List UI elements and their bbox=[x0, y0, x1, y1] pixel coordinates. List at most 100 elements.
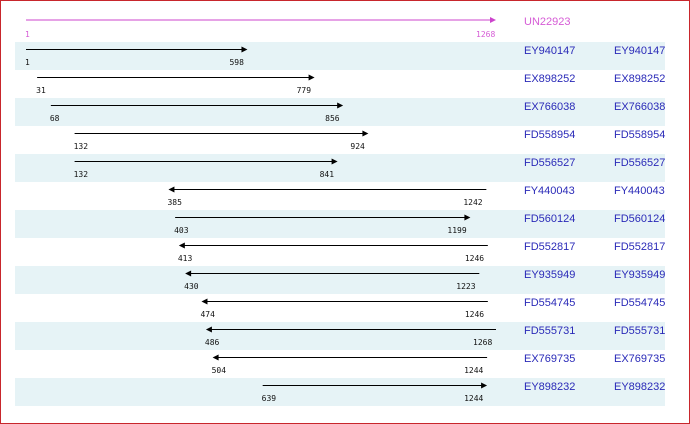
alignment-arrowhead bbox=[178, 242, 185, 249]
alignment-start: 430 bbox=[184, 282, 199, 291]
alignment-accession-link[interactable]: FD555731 bbox=[524, 325, 576, 337]
alignment-arrowhead bbox=[168, 186, 175, 193]
alignment-row: 430 1223 EY935949 EY935949 bbox=[0, 266, 690, 294]
row-stripe bbox=[15, 98, 665, 126]
alignment-arrow-svg bbox=[205, 326, 496, 333]
alignment-start: 486 bbox=[204, 338, 220, 347]
reference-arrowhead bbox=[490, 17, 496, 23]
alignment-end: 1246 bbox=[464, 254, 485, 263]
row-stripe bbox=[15, 154, 665, 182]
alignment-start: 1 bbox=[25, 58, 30, 67]
alignment-row: 31 779 EX898252 EX898252 bbox=[0, 70, 690, 98]
alignment-start: 413 bbox=[177, 254, 193, 263]
alignment-arrow-svg bbox=[185, 270, 480, 277]
alignment-start: 68 bbox=[49, 114, 60, 123]
alignment-end: 779 bbox=[296, 86, 312, 95]
alignment-row: 403 1199 FD560124 FD560124 bbox=[0, 210, 690, 238]
alignment-arrowhead bbox=[481, 382, 488, 389]
alignment-arrowhead bbox=[241, 46, 248, 53]
reference-accession[interactable]: UN22923 bbox=[524, 16, 571, 28]
alignment-accession-link[interactable]: EY935949 bbox=[524, 269, 576, 281]
row-stripe bbox=[15, 266, 665, 294]
alignment-row: 132 924 FD558954 FD558954 bbox=[0, 126, 690, 154]
alignment-end: 841 bbox=[319, 170, 335, 179]
reference-end: 1268 bbox=[476, 30, 496, 39]
alignment-arrow-svg bbox=[178, 242, 488, 249]
alignment-arrowhead bbox=[212, 354, 219, 361]
alignment-arrow-svg bbox=[168, 186, 487, 193]
alignment-arrowhead bbox=[205, 326, 212, 333]
alignment-row: 1 598 EY940147 EY940147 bbox=[0, 42, 690, 70]
alignment-accession-link[interactable]: FY440043 bbox=[524, 185, 575, 197]
alignment-accession-link-2[interactable]: EX769735 bbox=[614, 353, 666, 365]
alignment-accession-link-2[interactable]: FD558954 bbox=[614, 129, 666, 141]
alignment-row: 504 1244 EX769735 EX769735 bbox=[0, 350, 690, 378]
alignment-accession-link-2[interactable]: FD556527 bbox=[614, 157, 666, 169]
alignment-start: 504 bbox=[211, 366, 227, 375]
alignment-arrow-svg bbox=[74, 130, 369, 137]
alignment-row: 639 1244 EY898232 EY898232 bbox=[0, 378, 690, 406]
alignment-start: 639 bbox=[261, 394, 277, 403]
alignment-end: 1242 bbox=[463, 198, 483, 207]
reference-arrow-svg bbox=[26, 17, 496, 23]
alignment-row: 68 856 EX766038 EX766038 bbox=[0, 98, 690, 126]
alignment-arrow-svg bbox=[37, 74, 315, 81]
alignment-start: 132 bbox=[73, 170, 89, 179]
alignment-row: 413 1246 FD552817 FD552817 bbox=[0, 238, 690, 266]
alignment-end: 1268 bbox=[473, 338, 493, 347]
alignment-accession-link-2[interactable]: FY440043 bbox=[614, 185, 665, 197]
alignment-arrowhead bbox=[464, 214, 471, 221]
alignment-end: 1244 bbox=[464, 394, 484, 403]
alignment-accession-link[interactable]: FD556527 bbox=[524, 157, 576, 169]
alignment-end: 924 bbox=[350, 142, 365, 151]
alignment-accession-link[interactable]: FD554745 bbox=[524, 297, 576, 309]
reference-start: 1 bbox=[25, 30, 30, 39]
row-stripe bbox=[15, 378, 665, 406]
alignment-accession-link-2[interactable]: EY940147 bbox=[614, 45, 666, 57]
alignment-accession-link[interactable]: FD552817 bbox=[524, 241, 576, 253]
alignment-accession-link-2[interactable]: FD560124 bbox=[614, 213, 666, 225]
alignment-accession-link-2[interactable]: FD552817 bbox=[614, 241, 666, 253]
alignment-arrow-svg bbox=[175, 214, 471, 221]
row-stripe bbox=[15, 210, 665, 238]
alignment-end: 1246 bbox=[464, 310, 485, 319]
alignment-accession-link[interactable]: EY898232 bbox=[524, 381, 576, 393]
alignment-end: 1223 bbox=[456, 282, 476, 291]
alignment-arrowhead bbox=[331, 158, 338, 165]
row-stripe bbox=[15, 42, 665, 70]
alignment-end: 856 bbox=[325, 114, 340, 123]
alignment-arrow-svg bbox=[201, 298, 488, 305]
alignment-accession-link-2[interactable]: EY898232 bbox=[614, 381, 666, 393]
alignment-accession-link[interactable]: FD558954 bbox=[524, 129, 576, 141]
alignment-arrow-svg bbox=[50, 102, 344, 109]
alignment-accession-link-2[interactable]: EY935949 bbox=[614, 269, 666, 281]
alignment-start: 31 bbox=[36, 86, 46, 95]
alignment-arrowhead bbox=[337, 102, 344, 109]
alignment-accession-link-2[interactable]: EX766038 bbox=[614, 101, 666, 113]
alignment-start: 474 bbox=[200, 310, 215, 319]
alignment-arrowhead bbox=[185, 270, 192, 277]
alignment-arrow-svg bbox=[26, 46, 248, 53]
alignment-row: 385 1242 FY440043 FY440043 bbox=[0, 182, 690, 210]
alignment-row: 474 1246 FD554745 FD554745 bbox=[0, 294, 690, 322]
alignment-start: 132 bbox=[73, 142, 89, 151]
alignment-accession-link[interactable]: EX898252 bbox=[524, 73, 576, 85]
alignment-end: 1244 bbox=[464, 366, 484, 375]
alignment-accession-link-2[interactable]: EX898252 bbox=[614, 73, 666, 85]
alignment-accession-link[interactable]: EY940147 bbox=[524, 45, 576, 57]
alignment-end: 598 bbox=[229, 58, 244, 67]
alignment-arrow-svg bbox=[212, 354, 488, 361]
alignment-arrowhead bbox=[362, 130, 369, 137]
alignment-accession-link[interactable]: EX766038 bbox=[524, 101, 576, 113]
alignment-accession-link[interactable]: FD560124 bbox=[524, 213, 576, 225]
alignment-start: 403 bbox=[174, 226, 189, 235]
row-stripe bbox=[15, 322, 665, 350]
alignment-start: 385 bbox=[167, 198, 182, 207]
alignment-arrowhead bbox=[308, 74, 315, 81]
alignment-end: 1199 bbox=[447, 226, 467, 235]
alignment-arrowhead bbox=[201, 298, 208, 305]
alignment-row: 132 841 FD556527 FD556527 bbox=[0, 154, 690, 182]
alignment-accession-link[interactable]: EX769735 bbox=[524, 353, 576, 365]
alignment-accession-link-2[interactable]: FD555731 bbox=[614, 325, 666, 337]
alignment-accession-link-2[interactable]: FD554745 bbox=[614, 297, 666, 309]
